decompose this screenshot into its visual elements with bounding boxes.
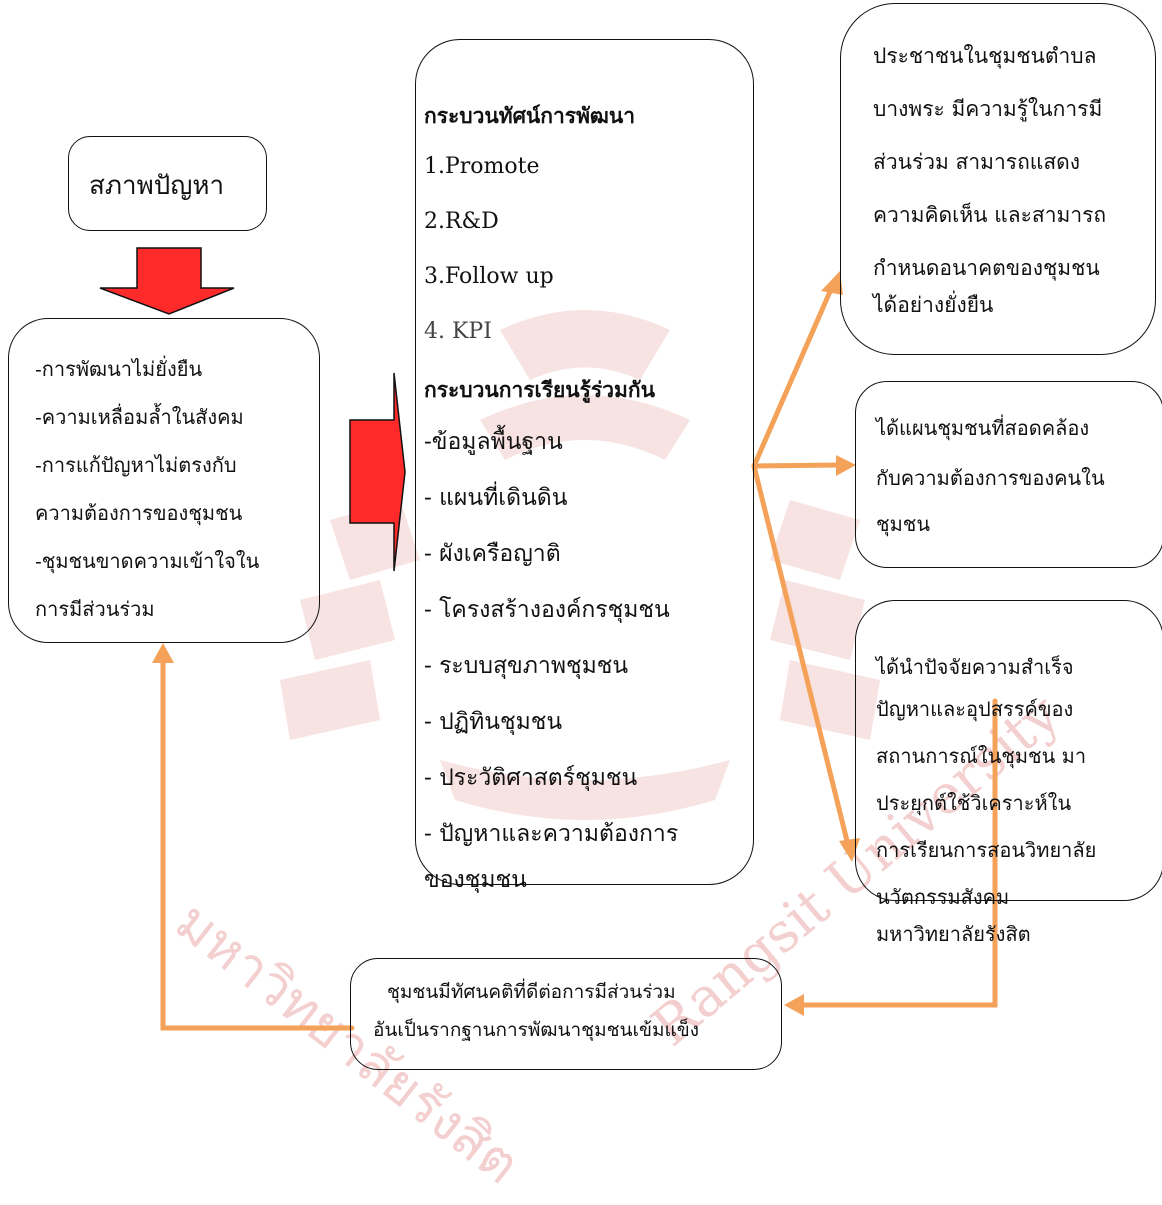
outcome-line: บางพระ มีความรู้ในการมี [873,97,1103,121]
outcome-line: กับความต้องการของคนใน [876,466,1105,490]
process-step: 2.R&D [424,209,499,234]
outcome-line: ประชาชนในชุมชนตำบล [873,44,1097,68]
arrowhead-application-icon [839,838,860,862]
connector-result-to-problems [160,657,355,1031]
outcome-line: ประยุกต์ใช้วิเคราะห์ใน [876,791,1072,815]
problem-title: สภาพปัญหา [89,171,225,201]
connector-to-application [751,463,851,848]
outcome-plan-box: ได้แผนชุมชนที่สอดคล้อง กับความต้องการของ… [855,381,1162,568]
connector-application-to-result [797,698,998,1008]
outcome-line: ได้แผนชุมชนที่สอดคล้อง [876,416,1090,440]
arrowhead-knowledge-icon [821,271,843,295]
outcome-line: มหาวิทยาลัยรังสิต [876,922,1031,946]
connector-to-plan [751,462,845,469]
arrowhead-result-icon [784,994,804,1016]
process-step: 3.Follow up [424,264,554,289]
outcome-line: ได้นำปัจจัยความสำเร็จ [876,655,1074,679]
outcome-line: สถานการณ์ในชุมชน มา [876,744,1087,768]
problem-item: -ชุมชนขาดความเข้าใจใน [35,549,260,573]
down-arrow-icon [99,247,235,315]
problem-title-box: สภาพปัญหา [68,136,267,231]
arrowhead-problems-icon [152,643,174,663]
connector-to-knowledge [751,284,835,469]
learning-activity: - ปฏิทินชุมชน [424,709,563,735]
learning-activity: -ข้อมูลพื้นฐาน [424,429,563,455]
learning-activity: - ประวัติศาสตร์ชุมชน [424,765,638,791]
outcome-line: ได้อย่างยั่งยืน [873,293,994,317]
learning-activity: - ผังเครือญาติ [424,541,561,567]
learning-activity: - ปัญหาและความต้องการ [424,821,679,847]
outcome-line: การเรียนการสอนวิทยาลัย [876,838,1097,862]
outcome-line: กำหนดอนาคตของชุมชน [873,256,1100,280]
result-line: อันเป็นรากฐานการพัฒนาชุมชนเข้มแข็ง [373,1019,700,1041]
result-line: ชุมชนมีทัศนคติที่ดีต่อการมีส่วนร่วม [387,981,676,1003]
outcome-knowledge-box: ประชาชนในชุมชนตำบล บางพระ มีความรู้ในการ… [840,3,1156,355]
problem-item: -ความเหลื่อมล้ำในสังคม [35,405,244,429]
right-arrow-icon [349,372,406,572]
learning-heading: กระบวนการเรียนรู้ร่วมกัน [424,377,655,402]
outcome-line: ชุมชน [876,512,931,536]
learning-activity: - ระบบสุขภาพชุมชน [424,653,629,679]
learning-activity: ของชุมชน [424,867,527,893]
outcome-application-box: ได้นำปัจจัยความสำเร็จ ปัญหาและอุปสรรค์ขอ… [855,600,1162,946]
outcome-line: ส่วนร่วม สามารถแสดง [873,150,1081,174]
outcome-line: ความคิดเห็น และสามารถ [873,203,1107,227]
learning-activity: - โครงสร้างองค์กรชุมชน [424,597,670,623]
result-box: ชุมชนมีทัศนคติที่ดีต่อการมีส่วนร่วม อันเ… [350,958,782,1070]
problem-item: -การพัฒนาไม่ยั่งยืน [35,357,203,381]
process-heading: กระบวนทัศน์การพัฒนา [424,103,636,128]
problem-item: ความต้องการของชุมชน [35,501,243,525]
learning-activity: - แผนที่เดินดิน [424,485,568,511]
process-box: กระบวนทัศน์การพัฒนา 1.Promote 2.R&D 3.Fo… [415,39,754,893]
problem-item: -การแก้ปัญหาไม่ตรงกับ [35,453,237,477]
process-step: 4. KPI [424,319,492,344]
outcome-line: ปัญหาและอุปสรรค์ของ [876,697,1074,721]
arrowhead-plan-icon [836,455,856,476]
diagram-connectors [99,247,998,1031]
problems-box: -การพัฒนาไม่ยั่งยืน -ความเหลื่อมล้ำในสัง… [8,318,320,643]
outcome-line: นวัตกรรมสังคม [876,885,1010,909]
problem-item: การมีส่วนร่วม [35,597,155,621]
process-step: 1.Promote [424,154,540,179]
